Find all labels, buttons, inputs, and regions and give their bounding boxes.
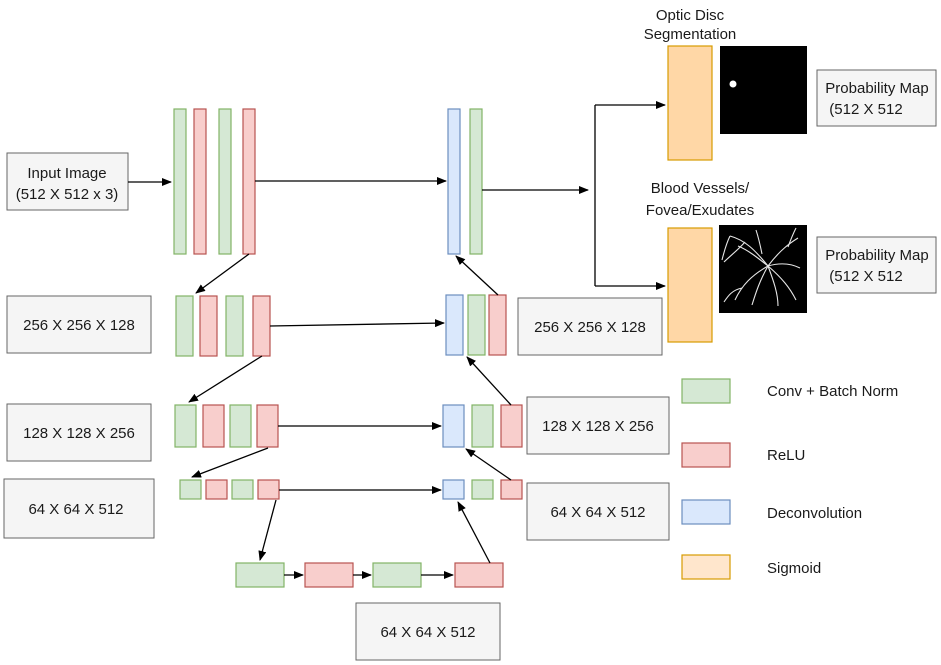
legend-label-relu: ReLU <box>767 447 805 464</box>
input-image-size: (512 X 512 x 3) <box>16 186 119 203</box>
encoder-size-box-1 <box>6 295 152 354</box>
conv-bn-block <box>225 295 244 357</box>
decoder-size-label-3: 64 X 64 X 512 <box>550 504 645 521</box>
relu-block <box>488 294 507 356</box>
encoder-level-3 <box>174 404 279 448</box>
deconv-block <box>442 404 465 448</box>
optic-disc-dot <box>729 80 737 88</box>
bottleneck-size-label: 64 X 64 X 512 <box>380 624 475 641</box>
legend-label-conv: Conv + Batch Norm <box>767 383 898 400</box>
relu-block <box>205 479 228 500</box>
conv-bn-block <box>174 404 197 448</box>
decoder-level-2 <box>445 294 507 356</box>
decoder-size-box-1 <box>517 297 663 356</box>
optic-disc-output-image <box>720 46 807 134</box>
conv-bn-block <box>471 479 494 500</box>
downsample-arrow-3 <box>191 447 269 478</box>
relu-block <box>256 404 279 448</box>
sigmoid-block-optic <box>667 45 713 161</box>
upsample-arrow-4 <box>457 501 491 564</box>
conv-bn-block <box>229 404 252 448</box>
vessel-output-image <box>719 225 807 313</box>
deconv-block <box>442 479 465 500</box>
decoder-size-box-2 <box>526 396 670 455</box>
relu-block <box>252 295 271 357</box>
conv-bn-block <box>218 108 232 255</box>
encoder-level-4 <box>179 479 280 500</box>
conv-bn-block <box>173 108 187 255</box>
conv-bn-block <box>179 479 202 500</box>
skip-connection-2 <box>269 319 445 328</box>
decoder-level-3 <box>442 404 523 448</box>
conv-bn-block <box>372 562 422 588</box>
probability-map-1-line1: Probability Map <box>825 80 928 97</box>
legend-swatch-deconv <box>681 499 731 525</box>
input-image-box <box>6 152 129 211</box>
relu-block <box>202 404 225 448</box>
conv-bn-block <box>175 295 194 357</box>
probability-map-2-line2: (512 X 512 <box>829 268 902 285</box>
conv-bn-block <box>469 108 483 255</box>
decoder-size-label-1: 256 X 256 X 128 <box>534 319 646 336</box>
upsample-arrow-3 <box>465 448 512 481</box>
legend-label-deconv: Deconvolution <box>767 505 862 522</box>
encoder-level-1 <box>173 108 256 255</box>
encoder-level-2 <box>175 295 271 357</box>
downsample-arrow-4 <box>258 499 277 561</box>
bottleneck <box>235 562 504 588</box>
relu-block <box>304 562 354 588</box>
input-image-label: Input Image <box>27 165 106 182</box>
optic-disc-title-line2: Segmentation <box>644 26 737 43</box>
decoder-size-label-2: 128 X 128 X 256 <box>542 418 654 435</box>
relu-block <box>242 108 256 255</box>
probability-map-1-line2: (512 X 512 <box>829 101 902 118</box>
vessels-title-line2: Fovea/Exudates <box>646 202 754 219</box>
legend-swatch-conv <box>681 378 731 404</box>
conv-bn-block <box>231 479 254 500</box>
vessels-title-line1: Blood Vessels/ <box>651 180 750 197</box>
decoder-size-box-3 <box>526 482 670 541</box>
encoder-size-box-3 <box>3 478 155 539</box>
relu-block <box>199 295 218 357</box>
relu-block <box>454 562 504 588</box>
downsample-arrow-1 <box>195 253 250 294</box>
probability-map-box-2 <box>816 236 937 294</box>
legend-swatch-sigmoid <box>681 554 731 580</box>
encoder-size-label-2: 128 X 128 X 256 <box>23 425 135 442</box>
legend-label-sigmoid: Sigmoid <box>767 560 821 577</box>
relu-block <box>193 108 207 255</box>
probability-map-2-line1: Probability Map <box>825 247 928 264</box>
deconv-block <box>445 294 464 356</box>
conv-bn-block <box>471 404 494 448</box>
optic-disc-title-line1: Optic Disc <box>656 7 725 24</box>
encoder-size-box-2 <box>6 403 152 462</box>
relu-block <box>257 479 280 500</box>
upsample-arrow-1 <box>455 255 499 296</box>
decoder-level-4 <box>442 479 523 500</box>
conv-bn-block <box>235 562 285 588</box>
downsample-arrow-2 <box>188 355 263 403</box>
relu-block <box>500 404 523 448</box>
probability-map-box-1 <box>816 69 937 127</box>
sigmoid-block-vessels <box>667 227 713 343</box>
encoder-size-label-1: 256 X 256 X 128 <box>23 317 135 334</box>
bottleneck-size-box <box>355 602 501 661</box>
relu-block <box>500 479 523 500</box>
legend: Conv + Batch Norm ReLU Deconvolution Sig… <box>681 378 898 580</box>
decoder-level-1 <box>447 108 483 255</box>
upsample-arrow-2 <box>466 356 512 406</box>
conv-bn-block <box>467 294 486 356</box>
legend-swatch-relu <box>681 442 731 468</box>
encoder-size-label-3: 64 X 64 X 512 <box>28 501 123 518</box>
deconv-block <box>447 108 461 255</box>
